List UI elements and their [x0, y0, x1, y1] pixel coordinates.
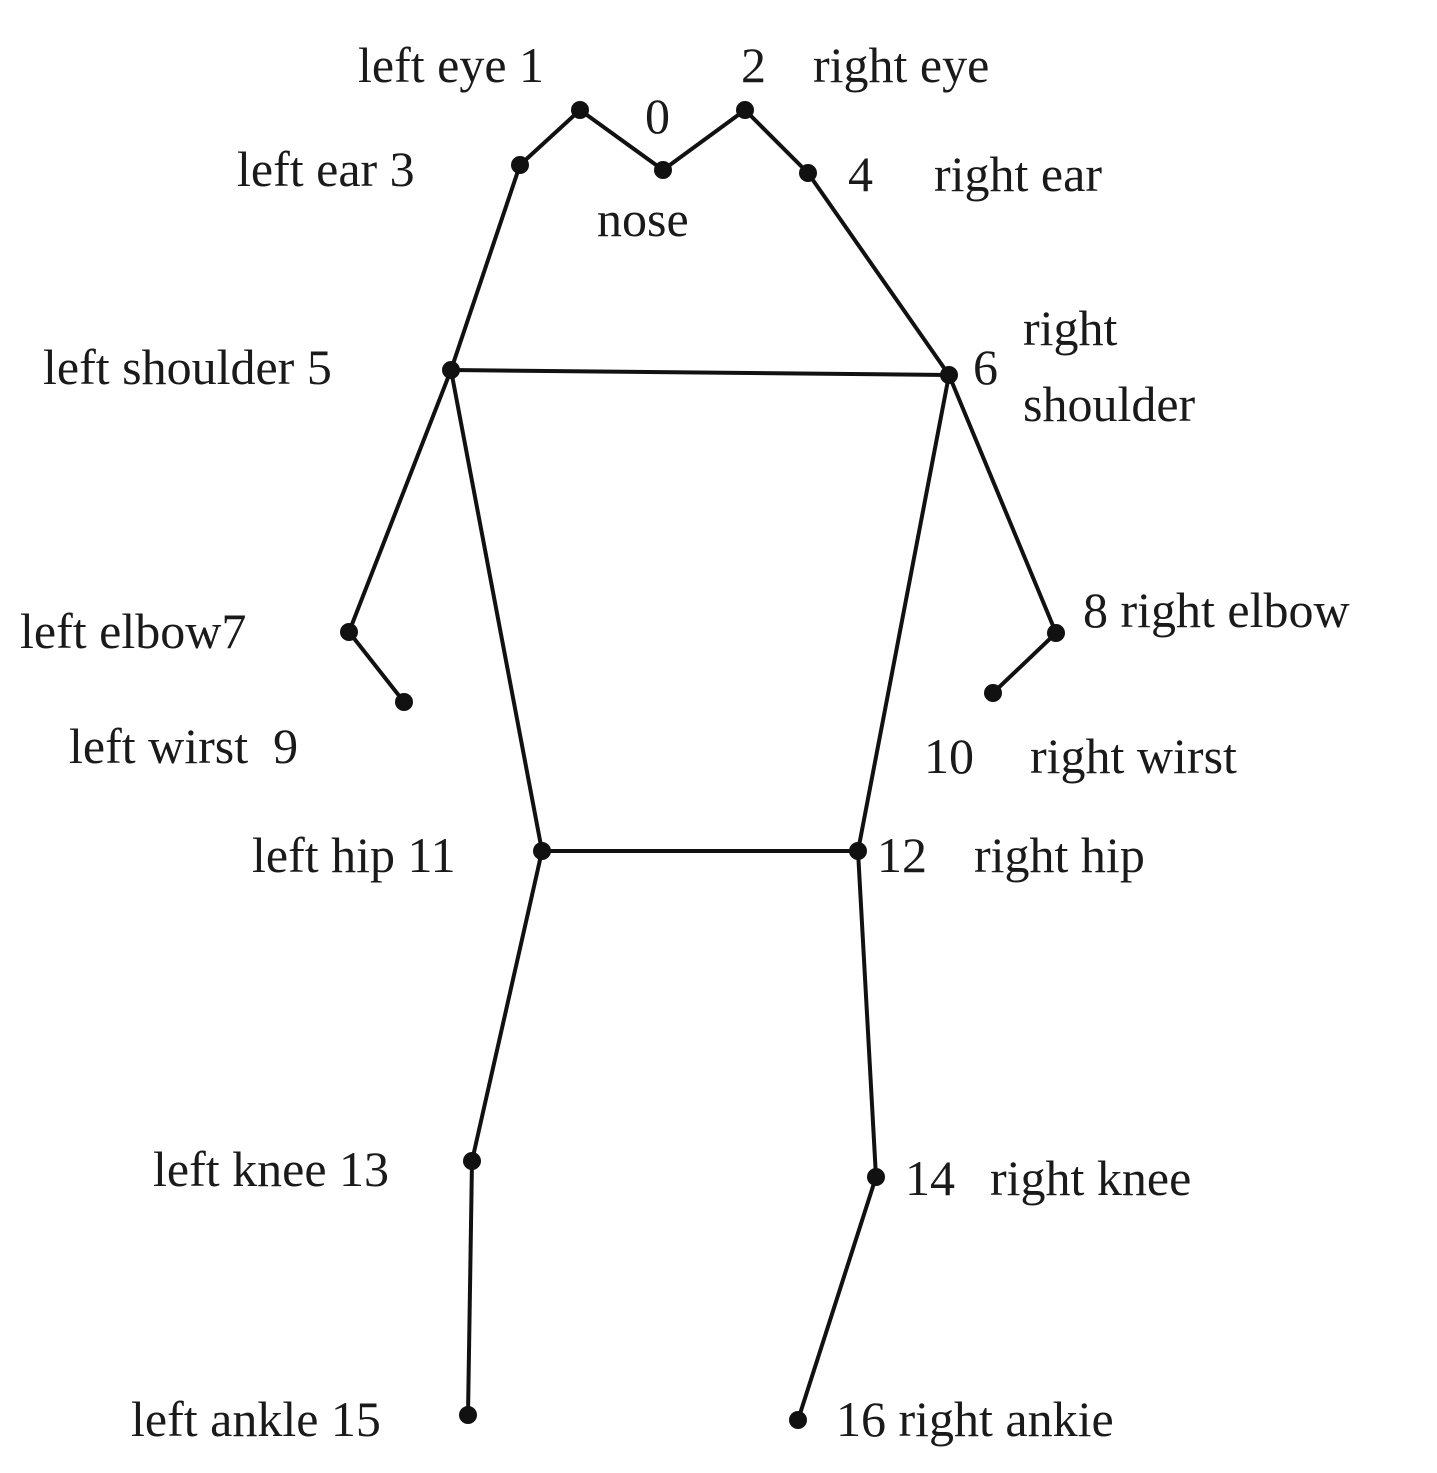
label-right-eye-index: 2 [741, 37, 766, 93]
label-right-shoulder-line2: shoulder [1023, 376, 1196, 432]
bone-shoulders [449, 368, 951, 377]
label-left-ear: left ear 3 [237, 141, 415, 197]
bone-right-eye-right-ear [743, 108, 810, 175]
label-left-wrist: left wirst 9 [69, 718, 298, 774]
keypoint-2-right-eye [736, 101, 754, 119]
label-left-eye: left eye 1 [358, 37, 544, 93]
keypoint-6-right-shoulder [940, 366, 958, 384]
label-right-knee: right knee [990, 1150, 1191, 1206]
label-left-knee: left knee 13 [153, 1141, 389, 1197]
label-right-hip-index: 12 [877, 827, 927, 883]
keypoint-16-right-ankle [789, 1411, 807, 1429]
bone-right-torso [856, 373, 951, 853]
bone-right-thigh [856, 849, 878, 1179]
keypoint-13-left-knee [463, 1152, 481, 1170]
bone-left-eye-nose [578, 108, 665, 172]
label-nose: nose [597, 191, 689, 247]
bone-nose-right-eye [661, 108, 747, 172]
label-nose-index: 0 [645, 88, 670, 144]
label-right-knee-index: 14 [905, 1150, 955, 1206]
keypoint-3-left-ear [511, 156, 529, 174]
label-left-shoulder: left shoulder 5 [43, 339, 332, 395]
bone-right-upper-arm [947, 373, 1058, 635]
keypoint-12-right-hip [849, 842, 867, 860]
bone-left-forearm [347, 630, 406, 704]
keypoint-4-right-ear [799, 164, 817, 182]
label-right-eye: right eye [813, 37, 989, 93]
bone-left-thigh [470, 849, 544, 1163]
keypoint-9-left-wrist [395, 693, 413, 711]
keypoint-8-right-elbow [1047, 624, 1065, 642]
label-right-ear-index: 4 [848, 146, 873, 202]
bone-right-ear-right-shoulder [806, 171, 951, 377]
label-right-wrist-index: 10 [924, 728, 974, 784]
keypoint-labels: left eye 1 0 2 right eye left ear 3 4 ri… [20, 37, 1350, 1447]
keypoint-14-right-knee [867, 1168, 885, 1186]
keypoint-10-right-wrist [984, 684, 1002, 702]
label-right-shoulder-index: 6 [973, 339, 998, 395]
keypoint-11-left-hip [533, 842, 551, 860]
skeleton-bones [347, 108, 1058, 1422]
label-left-hip: left hip 11 [252, 827, 456, 883]
bone-left-ear-left-shoulder [449, 163, 522, 372]
bone-left-shin [466, 1159, 474, 1417]
label-left-ankle: left ankle 15 [131, 1391, 381, 1447]
keypoint-5-left-shoulder [442, 361, 460, 379]
label-right-ear: right ear [934, 146, 1102, 202]
label-right-shoulder-line1: right [1023, 300, 1118, 356]
label-right-hip: right hip [974, 827, 1145, 883]
bone-left-torso [449, 368, 544, 853]
bone-left-ear-left-eye [518, 108, 582, 167]
keypoints [340, 101, 1065, 1429]
keypoint-0-nose [654, 161, 672, 179]
bone-right-shin [796, 1175, 878, 1422]
bone-right-forearm [991, 631, 1058, 695]
label-right-wrist: right wirst [1030, 728, 1237, 784]
keypoint-15-left-ankle [459, 1406, 477, 1424]
bone-left-upper-arm [347, 368, 453, 634]
label-right-elbow: 8 right elbow [1083, 582, 1350, 638]
label-right-ankle: 16 right ankie [836, 1391, 1114, 1447]
keypoint-1-left-eye [571, 101, 589, 119]
label-left-elbow: left elbow7 [20, 603, 246, 659]
keypoint-7-left-elbow [340, 623, 358, 641]
